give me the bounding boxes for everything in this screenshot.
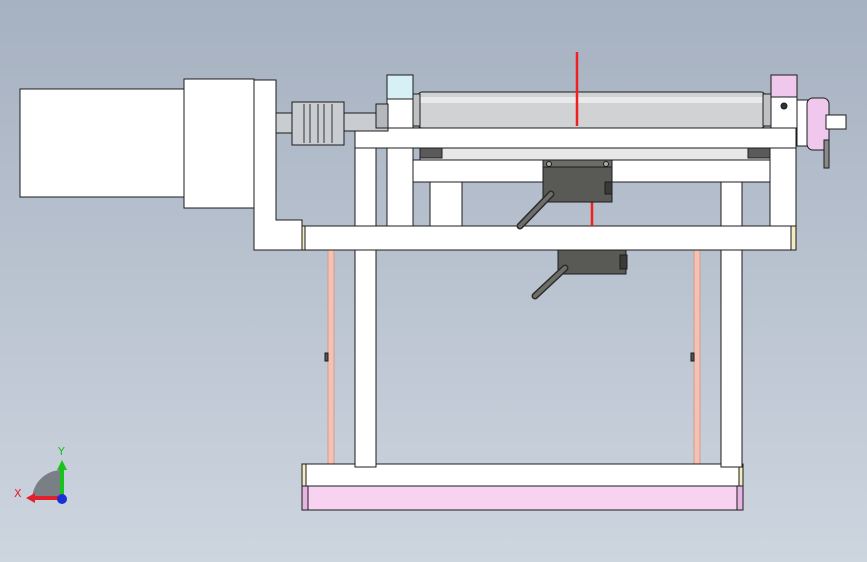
end-block-left-cyan xyxy=(386,74,414,100)
lower-sensor-lens xyxy=(619,254,628,270)
upper-sensor-mount xyxy=(542,159,613,168)
handwheel-handle xyxy=(823,139,830,169)
roller-rail xyxy=(419,147,771,161)
rear-leg-right-tab xyxy=(690,352,695,362)
front-post-left xyxy=(354,147,377,468)
end-block-bolt xyxy=(780,102,788,110)
bottom-beam-joint-left xyxy=(301,463,307,487)
handwheel-hub xyxy=(825,114,847,130)
motor-body xyxy=(19,88,185,198)
upper-sensor-cable-core xyxy=(518,192,553,228)
inner-post-right xyxy=(769,147,797,227)
rail-clamp-left xyxy=(419,147,443,159)
triad-y-label: Y xyxy=(57,445,65,458)
end-block-right-lower xyxy=(770,96,798,129)
triad-z-axis xyxy=(57,494,67,504)
triad-x-label: X xyxy=(14,487,22,500)
rear-leg-left xyxy=(327,249,335,465)
triad-x-arrowhead xyxy=(26,493,35,503)
rail-clamp-right xyxy=(747,147,771,159)
motor-shaft xyxy=(275,112,293,134)
roller-highlight xyxy=(420,97,763,103)
motor-mount-bracket xyxy=(253,79,303,251)
base-plate-right-edge xyxy=(736,485,744,511)
upper-sensor-screw-left xyxy=(546,161,552,167)
triad-plane-icon xyxy=(32,470,62,500)
middle-beam-joint-right xyxy=(790,225,797,251)
upper-sensor-screw-right xyxy=(603,161,609,167)
top-beam xyxy=(354,127,797,149)
base-plate-left-edge xyxy=(301,485,309,511)
end-block-right-pink xyxy=(770,74,798,98)
inner-post-mid xyxy=(429,181,463,227)
end-block-left-lower xyxy=(386,98,414,129)
rear-leg-right xyxy=(693,249,701,465)
gearbox xyxy=(183,78,255,209)
lower-sensor-cable-core xyxy=(533,266,567,298)
bearing-collar xyxy=(375,103,389,129)
front-post-right xyxy=(720,147,743,468)
lower-sensor-body xyxy=(557,249,627,275)
upper-sensor-lens xyxy=(604,181,613,195)
roller-end-right xyxy=(762,93,772,127)
coordinate-triad: Y X xyxy=(14,445,67,504)
rear-leg-left-tab xyxy=(324,352,329,362)
base-plate xyxy=(301,485,744,511)
middle-beam xyxy=(299,225,797,251)
triad-y-arrowhead xyxy=(57,460,67,470)
